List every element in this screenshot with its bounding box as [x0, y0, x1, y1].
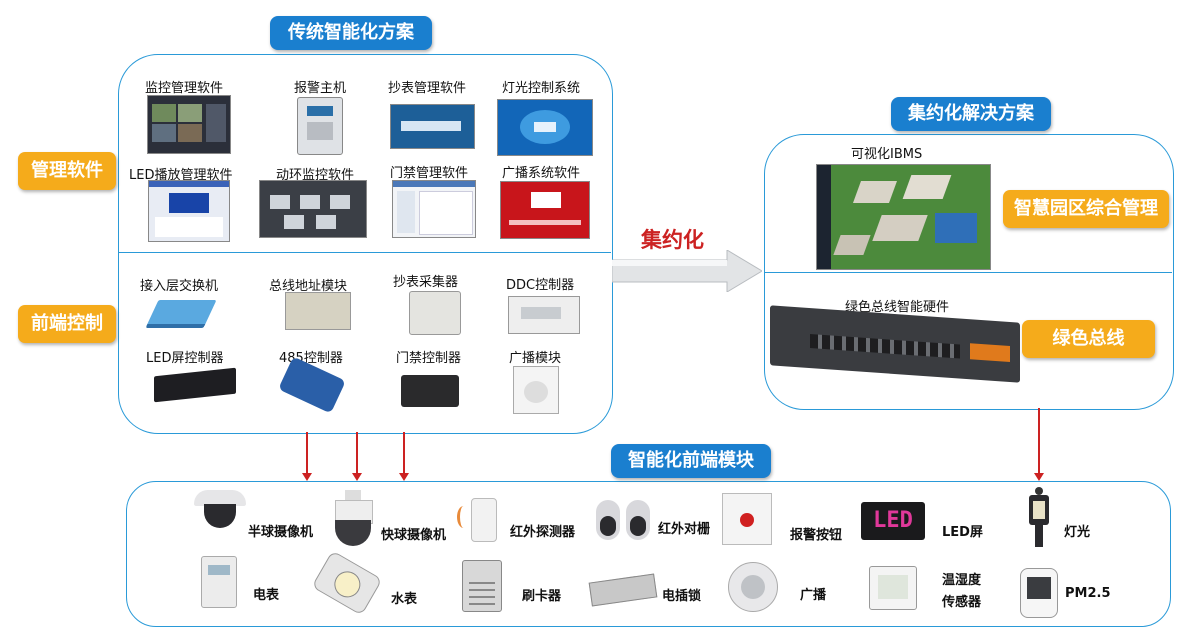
ir-detector-icon [457, 496, 497, 542]
software-label: 广播系统软件 [502, 166, 581, 181]
bus-module-image [285, 292, 351, 330]
down-arrow-head [399, 473, 409, 481]
led-screen-icon: LED [861, 502, 925, 540]
traditional-divider [119, 252, 611, 253]
front-control-label: 前端控制 [18, 305, 116, 343]
frontend-label: 水表 [391, 592, 418, 607]
alarm-button-icon [722, 493, 772, 545]
control-label: 总线地址模块 [269, 279, 348, 294]
pm25-sensor-icon [1020, 568, 1058, 618]
down-arrow-head [352, 473, 362, 481]
card-reader-icon [462, 560, 502, 612]
frontend-label: 报警按钮 [790, 528, 843, 543]
software-label: 报警主机 [294, 81, 347, 96]
green-bus-label: 绿色总线 [1022, 320, 1155, 358]
frontend-label: 电表 [253, 588, 280, 603]
ir-beam-icon [596, 500, 652, 542]
dome-camera-icon [194, 490, 246, 532]
power-env-software-screenshot [259, 180, 367, 238]
access-controller-image [401, 375, 459, 407]
meter-software-screenshot [390, 104, 475, 149]
down-arrow [306, 432, 308, 474]
down-arrow [1038, 408, 1040, 474]
intensive-arrow-label: 集约化 [641, 228, 704, 252]
intensive-title: 集约化解决方案 [891, 97, 1051, 131]
smart-park-label: 智慧园区综合管理 [1003, 190, 1169, 228]
frontend-label: 灯光 [1064, 525, 1091, 540]
software-label: 门禁管理软件 [390, 166, 469, 181]
down-arrow [356, 432, 358, 474]
lamp-icon [1026, 487, 1052, 547]
monitor-software-screenshot [147, 95, 231, 154]
intensive-arrow [612, 250, 762, 292]
ibms-label: 可视化IBMS [851, 147, 923, 162]
down-arrow [403, 432, 405, 474]
broadcast-software-screenshot [500, 181, 590, 239]
control-label: DDC控制器 [506, 278, 575, 293]
frontend-label: 快球摄像机 [381, 528, 447, 543]
frontend-label: 电插锁 [662, 589, 702, 604]
control-label: 接入层交换机 [140, 279, 219, 294]
software-label: 监控管理软件 [145, 81, 224, 96]
down-arrow-head [302, 473, 312, 481]
control-label: 广播模块 [509, 351, 562, 366]
software-label: 动环监控软件 [276, 168, 355, 183]
led-software-screenshot [148, 180, 230, 242]
broadcast-module-image [513, 366, 559, 414]
control-label: LED屏控制器 [146, 351, 224, 366]
temp-humidity-sensor-icon [869, 566, 917, 610]
traditional-title: 传统智能化方案 [270, 16, 432, 50]
control-label: 门禁控制器 [396, 351, 462, 366]
frontend-label: 红外探测器 [510, 525, 576, 540]
frontend-title: 智能化前端模块 [611, 444, 771, 478]
access-software-screenshot [392, 180, 476, 238]
meter-collector-image [409, 291, 461, 335]
hardware-label: 绿色总线智能硬件 [845, 300, 950, 315]
control-label: 抄表采集器 [393, 275, 459, 290]
software-label: 灯光控制系统 [502, 81, 581, 96]
alarm-host-image [297, 97, 343, 155]
ddc-controller-image [508, 296, 580, 334]
frontend-label: 半球摄像机 [248, 525, 314, 540]
frontend-label: 刷卡器 [522, 589, 562, 604]
broadcast-speaker-icon [728, 562, 778, 612]
software-label: 抄表管理软件 [388, 81, 467, 96]
frontend-label: LED屏 [942, 525, 983, 540]
down-arrow-head [1034, 473, 1044, 481]
electric-meter-icon [201, 556, 237, 608]
frontend-label: 广播 [800, 588, 827, 603]
ibms-screenshot [816, 164, 991, 270]
intensive-divider [765, 272, 1172, 273]
mgmt-software-label: 管理软件 [18, 152, 116, 190]
speed-dome-camera-icon [331, 490, 375, 548]
software-label: LED播放管理软件 [129, 168, 233, 183]
frontend-label: PM2.5 [1065, 586, 1111, 601]
control-label: 485控制器 [279, 351, 343, 366]
frontend-label: 温湿度 传感器 [942, 573, 982, 610]
lighting-software-screenshot [497, 99, 593, 156]
frontend-label: 红外对栅 [658, 522, 711, 537]
